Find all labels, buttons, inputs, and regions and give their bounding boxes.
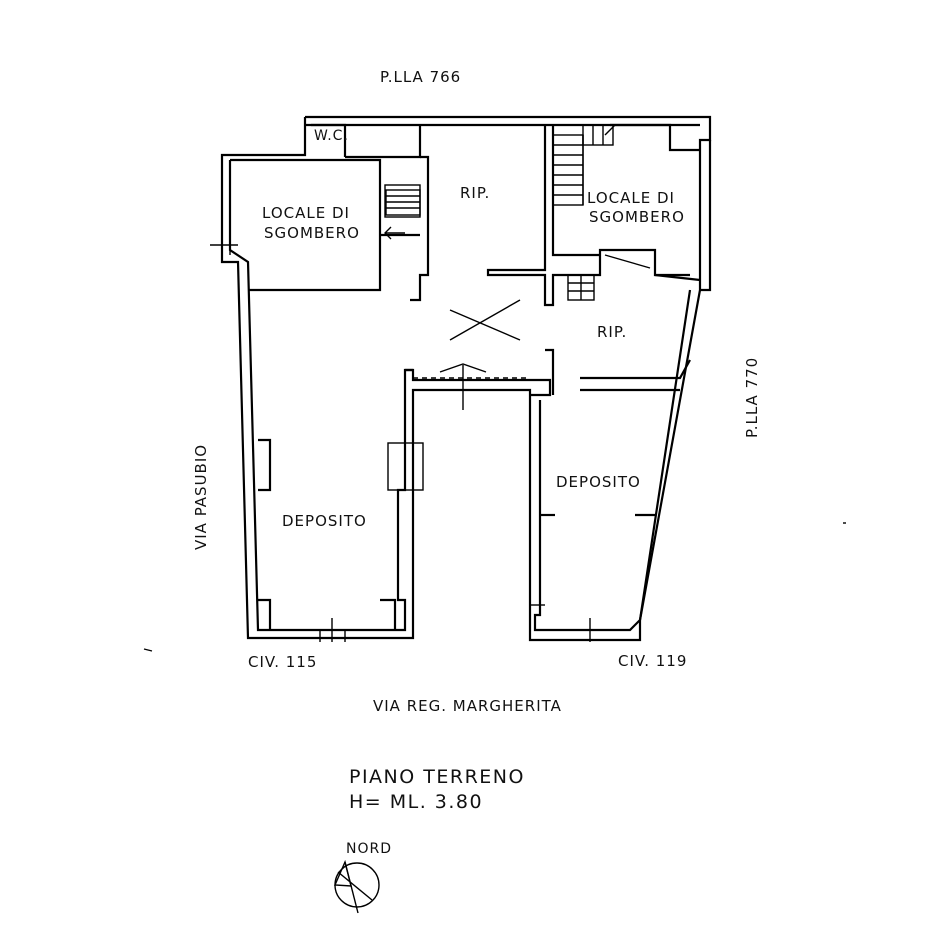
room-label-locale-left-1: LOCALE DI bbox=[262, 204, 350, 222]
room-label-deposito-left: DEPOSITO bbox=[282, 512, 367, 530]
label-civ-115: CIV. 115 bbox=[248, 653, 317, 671]
room-label-rip-top: RIP. bbox=[460, 184, 490, 202]
north-label: NORD bbox=[346, 841, 392, 857]
title-line-2: H= ML. 3.80 bbox=[349, 791, 483, 813]
room-label-wc: W.C. bbox=[314, 128, 349, 144]
label-plla-770: P.LLA 770 bbox=[743, 357, 761, 438]
room-label-locale-right-2: SGOMBERO bbox=[589, 208, 685, 226]
arrow-left-icon bbox=[384, 226, 405, 240]
title-line-1: PIANO TERRENO bbox=[349, 766, 525, 788]
label-plla-766: P.LLA 766 bbox=[380, 68, 461, 86]
room-label-locale-right-1: LOCALE DI bbox=[587, 189, 675, 207]
door-marks bbox=[210, 238, 600, 642]
label-via-pasubio: VIA PASUBIO bbox=[192, 444, 210, 550]
outer-walls bbox=[220, 115, 712, 642]
room-label-locale-left-2: SGOMBERO bbox=[264, 224, 360, 242]
label-via-reg-margherita: VIA REG. MARGHERITA bbox=[373, 697, 562, 715]
room-label-deposito-right: DEPOSITO bbox=[556, 473, 641, 491]
staircase-right bbox=[552, 124, 616, 206]
ramp-line bbox=[604, 254, 651, 269]
label-civ-119: CIV. 119 bbox=[618, 652, 687, 670]
room-label-rip-mid: RIP. bbox=[597, 323, 627, 341]
stray-mark bbox=[143, 648, 153, 652]
staircase-left bbox=[385, 189, 421, 216]
arrow-up-icon bbox=[439, 363, 487, 410]
staircase-small bbox=[567, 274, 595, 301]
north-arrow-icon bbox=[333, 859, 380, 914]
void-cross bbox=[449, 299, 521, 341]
